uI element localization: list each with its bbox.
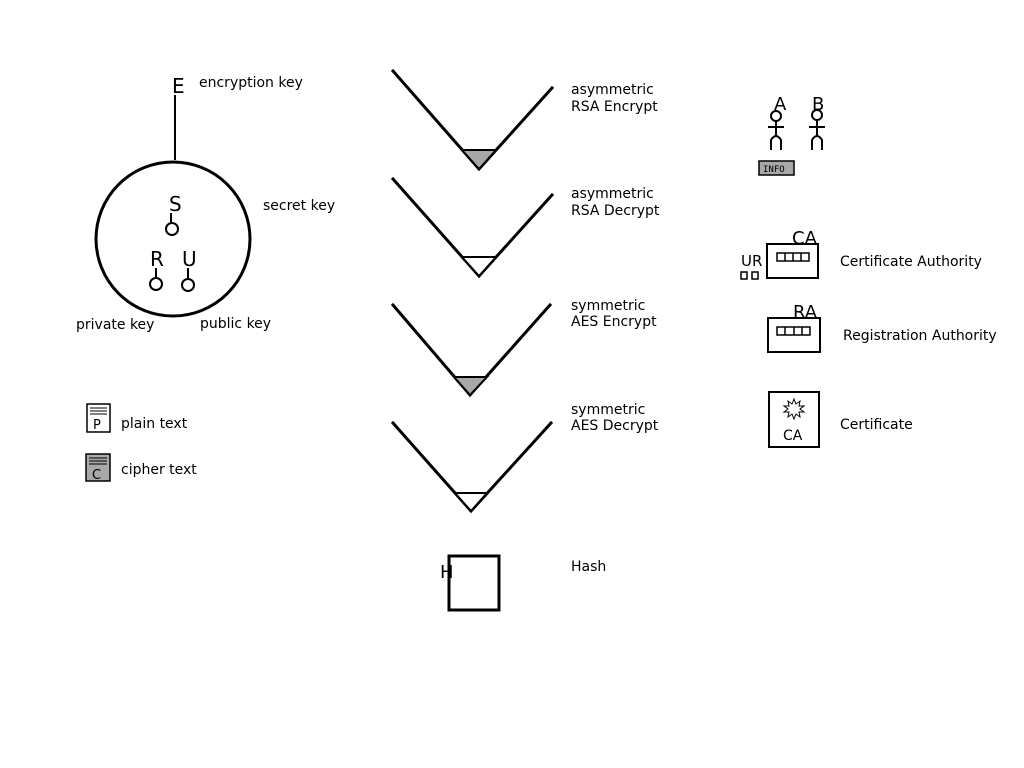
- ca-key-icon: [740, 271, 748, 280]
- hash-letter: H: [440, 562, 454, 583]
- secret-key-letter: S: [169, 192, 182, 216]
- operation-rsa-decrypt: asymmetric RSA Decrypt: [390, 176, 660, 279]
- secret-key-label: secret key: [263, 198, 335, 214]
- ca-key-icon-2: [751, 271, 759, 280]
- actors-group: A B INFO: [758, 94, 825, 176]
- ca-letter: CA: [792, 228, 818, 249]
- cipher-text-letter: C: [92, 468, 101, 483]
- aes-decrypt-line1: symmetric: [571, 402, 645, 418]
- encryption-key-label: encryption key: [199, 75, 303, 91]
- rsa-encrypt-line1: asymmetric: [571, 82, 654, 98]
- cipher-text-label: cipher text: [121, 462, 197, 478]
- certificate-seal-icon: [782, 397, 806, 421]
- certificate-label: Certificate: [840, 417, 913, 433]
- rsa-encrypt-line2: RSA Encrypt: [571, 99, 658, 115]
- rsa-encrypt-fill-icon: [459, 149, 499, 171]
- aes-encrypt-line1: symmetric: [571, 298, 645, 314]
- actor-a-icon: [768, 110, 784, 150]
- certificate-box-icon: [768, 391, 820, 448]
- actor-b-icon: [809, 109, 825, 150]
- rsa-decrypt-line2: RSA Decrypt: [571, 203, 660, 219]
- plain-text-letter: P: [93, 418, 101, 433]
- hash-box-icon: [447, 554, 501, 612]
- public-key-icon: [181, 278, 195, 292]
- certificate-letters: CA: [783, 428, 803, 444]
- operation-rsa-encrypt: asymmetric RSA Encrypt: [390, 68, 658, 172]
- plain-text-label: plain text: [121, 416, 188, 432]
- ca-label: Certificate Authority: [840, 254, 982, 270]
- private-key-icon: [149, 277, 163, 291]
- rsa-decrypt-line1: asymmetric: [571, 186, 654, 202]
- plain-text-item: P plain text: [86, 403, 188, 433]
- encryption-key-letter: E: [172, 74, 185, 98]
- ra-server-icon: [767, 317, 821, 353]
- aes-decrypt-line2: AES Decrypt: [571, 418, 659, 434]
- aes-encrypt-fill-icon: [451, 376, 490, 397]
- private-key-label: private key: [76, 317, 154, 333]
- public-key-label: public key: [200, 316, 271, 332]
- certificate-item: CA Certificate: [768, 391, 913, 448]
- info-badge: [758, 160, 795, 176]
- ra-label: Registration Authority: [843, 328, 997, 344]
- operation-aes-decrypt: symmetric AES Decrypt: [390, 402, 659, 514]
- ca-server-icon: [766, 243, 819, 279]
- ca-key-letters: UR: [741, 252, 762, 270]
- info-badge-label: INFO: [763, 165, 785, 175]
- key-circle: [94, 160, 252, 318]
- ra-letter: RA: [793, 302, 818, 323]
- registration-authority-item: RA Registration Authority: [767, 302, 997, 353]
- cipher-text-item: C cipher text: [85, 453, 197, 483]
- private-key-letter: R: [150, 247, 164, 271]
- hash-label: Hash: [571, 559, 606, 575]
- actor-a-letter: A: [774, 94, 787, 115]
- rsa-decrypt-fill-icon: [459, 256, 499, 278]
- certificate-authority-item: CA UR Certificate Authority: [740, 228, 982, 280]
- aes-decrypt-fill-icon: [452, 492, 490, 513]
- public-key-letter: U: [182, 247, 197, 271]
- secret-key-icon: [165, 222, 179, 236]
- key-group: E encryption key S secret key R private …: [76, 74, 335, 333]
- hash-item: H Hash: [440, 554, 606, 612]
- aes-encrypt-line2: AES Encrypt: [571, 314, 657, 330]
- operation-aes-encrypt: symmetric AES Encrypt: [390, 298, 657, 398]
